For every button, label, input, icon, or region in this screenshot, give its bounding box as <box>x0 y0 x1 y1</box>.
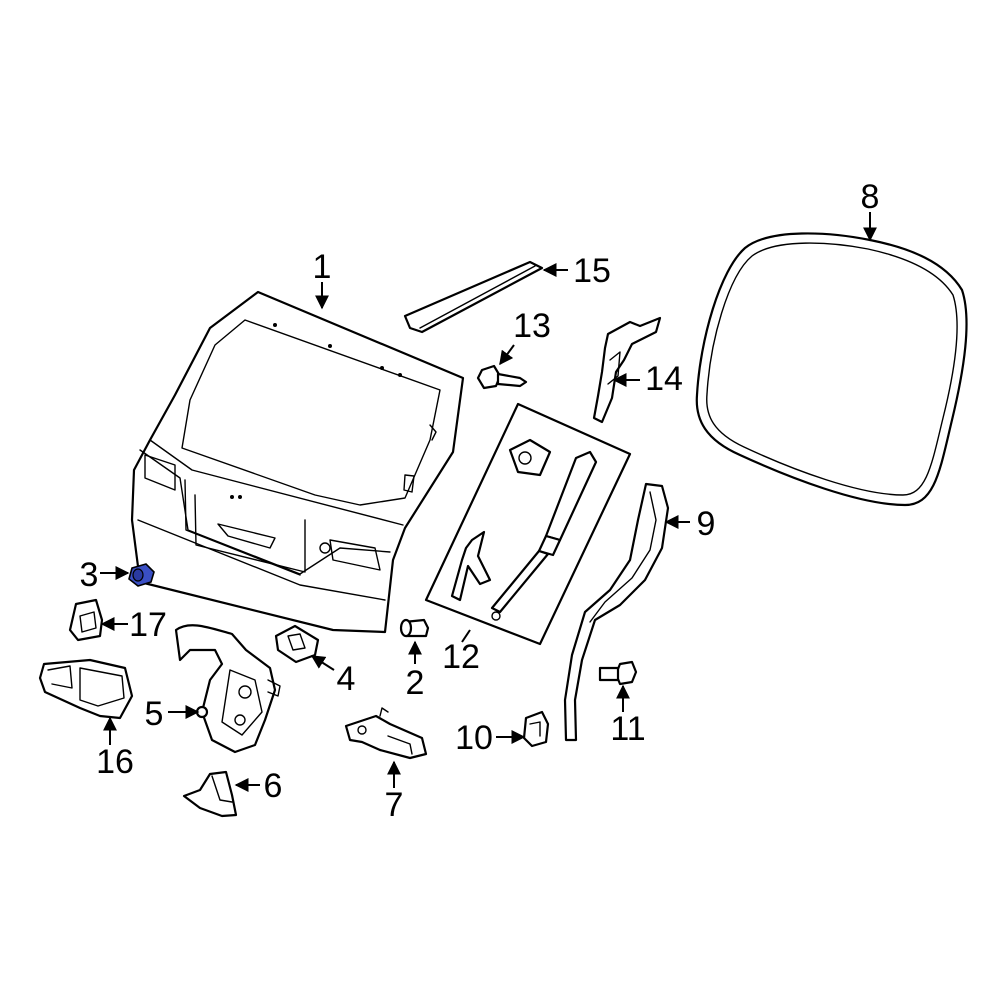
striker-part-6[interactable] <box>182 770 238 818</box>
seal-part-15[interactable] <box>403 260 544 334</box>
garnish-part-9[interactable] <box>563 482 670 742</box>
callout-6: 6 <box>264 767 283 805</box>
bolt-part-11[interactable] <box>598 660 638 686</box>
bumper-part-2[interactable] <box>399 618 430 638</box>
callout-5: 5 <box>145 695 164 733</box>
callout-7: 7 <box>385 786 404 824</box>
callout-4: 4 <box>337 660 356 698</box>
callout-1: 1 <box>313 248 332 286</box>
callout-14: 14 <box>645 360 683 398</box>
strut-kit-part-12[interactable] <box>424 402 632 646</box>
callout-13: 13 <box>513 307 551 345</box>
grommet-part-3[interactable] <box>128 563 155 587</box>
clip-part-10[interactable] <box>522 710 550 748</box>
callout-2: 2 <box>406 664 425 702</box>
actuator-part-7[interactable] <box>344 707 428 760</box>
switch-part-17[interactable] <box>68 598 104 642</box>
callout-10: 10 <box>455 719 493 757</box>
callout-8: 8 <box>861 178 880 216</box>
bolt-part-13[interactable] <box>476 364 528 390</box>
callout-11: 11 <box>610 710 645 748</box>
callout-15: 15 <box>573 252 611 290</box>
weatherstrip-part-8[interactable] <box>695 232 968 507</box>
bracket-part-4[interactable] <box>274 624 320 664</box>
callout-17: 17 <box>129 606 167 644</box>
callout-9: 9 <box>697 505 716 543</box>
liftgate-part-1[interactable] <box>130 290 465 634</box>
callout-12: 12 <box>442 638 480 676</box>
handle-part-16[interactable] <box>38 658 134 720</box>
latch-part-5[interactable] <box>174 624 281 754</box>
callout-16: 16 <box>96 743 134 781</box>
callout-3: 3 <box>80 556 99 594</box>
